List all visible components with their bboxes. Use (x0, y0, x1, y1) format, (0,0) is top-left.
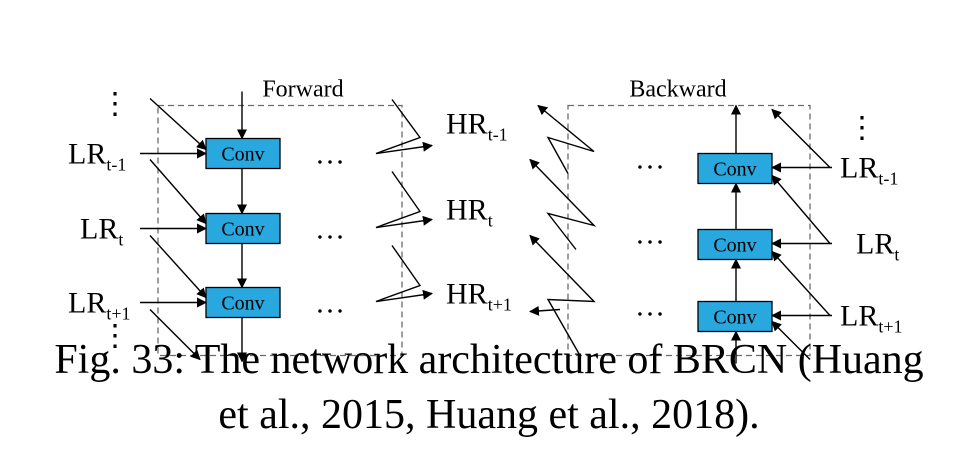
hr-outputs: HRt-1 HRt HRt+1 (446, 108, 512, 315)
forward-title: Forward (262, 77, 343, 103)
forward-ellipsis: … (315, 138, 345, 171)
forward-diagonal-arrow (149, 309, 201, 361)
hr-label: HRt+1 (446, 278, 512, 315)
backward-diagonal-arrow (771, 320, 811, 360)
forward-diagonal-arrow (149, 159, 207, 225)
hr-label: HRt-1 (446, 108, 508, 145)
forward-lr-label: LRt-1 (68, 138, 126, 175)
forward-diagonal-arrow (149, 235, 207, 299)
forward-output-arrow (375, 99, 433, 155)
backward-output-arrow (529, 305, 561, 316)
backward-lr-label: LRt-1 (840, 152, 898, 189)
backward-conv-label: Conv (713, 307, 756, 329)
forward-conv-label: Conv (221, 219, 264, 241)
forward-ellipsis: … (315, 213, 345, 246)
backward-conv-label: Conv (713, 235, 756, 257)
forward-conv-box (205, 212, 281, 245)
backward-output-arrow (529, 234, 596, 356)
figure-caption: Fig. 33: The network architecture of BRC… (0, 333, 978, 443)
backward-output-arrow (537, 104, 595, 174)
forward-conv-block: Conv (205, 137, 281, 170)
backward-conv-block: Conv (697, 228, 773, 261)
forward-conv-block: Conv (205, 286, 281, 319)
caption-line-1: Fig. 33: The network architecture of BRC… (54, 337, 924, 383)
backward-diagonal-arrow (771, 108, 831, 168)
backward-frame (567, 104, 811, 357)
hr-label: HRt (446, 194, 493, 231)
backward-panel: Backward Conv Conv Conv … … … (529, 77, 903, 364)
backward-vdots: ⋮ (847, 112, 877, 145)
forward-vdots: ⋮ (100, 88, 130, 121)
backward-diagonal-arrow (771, 250, 831, 316)
backward-lr-label: LRt+1 (840, 300, 903, 337)
backward-conv-block: Conv (697, 300, 773, 333)
backward-ellipsis: … (635, 143, 665, 176)
forward-conv-label: Conv (221, 144, 264, 166)
backward-output-arrow (529, 158, 597, 250)
backward-ellipsis: … (635, 218, 665, 251)
forward-panel: Forward Conv Conv Conv … … … (68, 77, 433, 363)
caption-line-2: et al., 2015, Huang et al., 2018). (218, 392, 760, 438)
backward-lr-label: LRt (856, 228, 899, 265)
forward-lr-label: LRt+1 (68, 287, 131, 324)
forward-conv-block: Conv (205, 212, 281, 245)
forward-lr-label: LRt (80, 213, 123, 250)
forward-output-arrow (375, 245, 433, 303)
backward-diagonal-arrow (771, 174, 831, 244)
forward-diagonal-arrow (149, 97, 207, 151)
backward-conv-box (697, 300, 773, 333)
backward-ellipsis: … (635, 290, 665, 323)
forward-ellipsis: … (315, 287, 345, 320)
forward-vdots: ⋮ (100, 320, 130, 353)
backward-conv-block: Conv (697, 152, 773, 185)
backward-conv-label: Conv (713, 159, 756, 181)
forward-conv-label: Conv (221, 293, 264, 315)
forward-frame (157, 104, 403, 357)
backward-title: Backward (629, 77, 726, 103)
forward-output-arrow (375, 171, 433, 229)
